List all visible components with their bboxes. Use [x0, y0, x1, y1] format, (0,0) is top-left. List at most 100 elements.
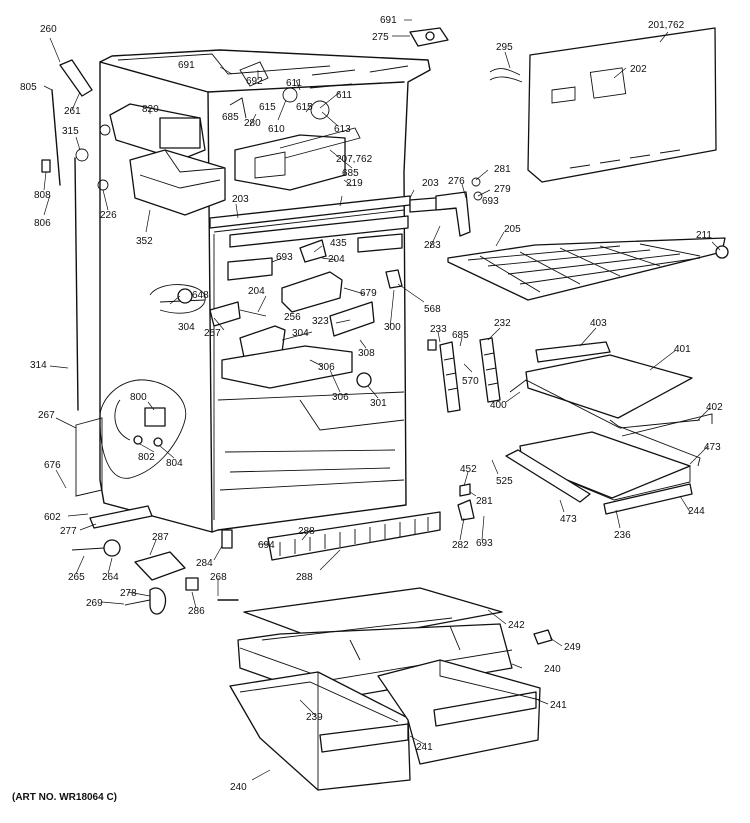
callout-301: 301 [370, 398, 387, 409]
callout-685-mid: 685 [342, 168, 359, 179]
callout-568: 568 [424, 304, 441, 315]
callout-269: 269 [86, 598, 103, 609]
callout-693-mid: 693 [276, 252, 293, 263]
callout-685-rail: 685 [452, 330, 469, 341]
callout-435: 435 [330, 238, 347, 249]
callout-205: 205 [504, 224, 521, 235]
callout-820: 820 [142, 104, 159, 115]
callout-287: 287 [152, 532, 169, 543]
callout-283: 283 [424, 240, 441, 251]
callout-260: 260 [40, 24, 57, 35]
callout-207-762: 207,762 [336, 154, 373, 165]
callout-693-low: 693 [476, 538, 493, 549]
callout-613: 613 [334, 124, 351, 135]
ice-maker-assembly [109, 103, 226, 216]
callout-570: 570 [462, 376, 479, 387]
callout-525: 525 [496, 476, 513, 487]
callout-802: 802 [138, 452, 155, 463]
callout-694: 694 [258, 540, 275, 551]
callout-233: 233 [430, 324, 447, 335]
callout-611-b: 611 [336, 90, 352, 101]
lower-side-panel [75, 417, 153, 529]
callout-261: 261 [64, 106, 81, 117]
callout-204-a: 204 [328, 254, 345, 265]
callout-295: 295 [496, 42, 513, 53]
callout-602: 602 [44, 512, 61, 523]
callout-304-left: 304 [178, 322, 195, 333]
callout-808: 808 [34, 190, 51, 201]
callout-278: 278 [120, 588, 137, 599]
callout-241-left: 241 [416, 742, 433, 753]
callout-648: 648 [192, 290, 209, 301]
callout-276: 276 [448, 176, 465, 187]
callout-679: 679 [360, 288, 377, 299]
callout-240-right: 240 [544, 664, 561, 675]
callout-306-b: 306 [332, 392, 349, 403]
callout-241-right: 241 [550, 700, 567, 711]
callout-288-b: 288 [296, 572, 313, 583]
callout-240-left: 240 [230, 782, 247, 793]
callout-473-left: 473 [560, 514, 577, 525]
callout-610: 610 [268, 124, 285, 135]
toe-grille [221, 511, 441, 561]
callout-256: 256 [284, 312, 301, 323]
callout-264: 264 [102, 572, 119, 583]
callout-226: 226 [100, 210, 117, 221]
callout-615-b: 615 [296, 102, 313, 113]
callout-692: 692 [246, 76, 263, 87]
callout-452: 452 [460, 464, 477, 475]
callout-300: 300 [384, 322, 401, 333]
callout-202: 202 [630, 64, 647, 75]
callout-219: 219 [346, 178, 363, 189]
callout-280: 280 [244, 118, 261, 129]
callout-304-right: 304 [292, 328, 309, 339]
callout-401: 401 [674, 344, 691, 355]
callout-315: 315 [62, 126, 79, 137]
callout-236: 236 [614, 530, 631, 541]
callout-275: 275 [372, 32, 389, 43]
evaporator-fan-assembly [229, 61, 361, 191]
callout-805: 805 [20, 82, 37, 93]
callout-691-top-left: 691 [178, 60, 195, 71]
callout-306-a: 306 [318, 362, 335, 373]
callout-800: 800 [130, 392, 147, 403]
callout-203-right: 203 [422, 178, 439, 189]
callout-286: 286 [188, 606, 205, 617]
heater-detail [99, 379, 187, 479]
callout-806: 806 [34, 218, 51, 229]
callout-249: 249 [564, 642, 581, 653]
callout-352: 352 [136, 236, 153, 247]
shelf-ladders [427, 337, 501, 413]
callout-279: 279 [494, 184, 511, 195]
callout-402: 402 [706, 402, 723, 413]
callout-267: 267 [38, 410, 55, 421]
callout-265: 265 [68, 572, 85, 583]
callout-203-left: 203 [232, 194, 249, 205]
callout-268: 268 [210, 572, 227, 583]
callout-232: 232 [494, 318, 511, 329]
callout-239: 239 [306, 712, 323, 723]
callout-211: 211 [696, 230, 712, 241]
callout-693-hinge: 693 [482, 196, 499, 207]
wiring-harness-left [149, 284, 206, 314]
meat-pan-assembly [505, 419, 701, 515]
callout-labels: 260 805 261 315 808 806 226 352 820 691 … [20, 15, 723, 793]
lower-hardware [71, 483, 553, 645]
rear-access-panel [489, 27, 717, 183]
callout-804: 804 [166, 458, 183, 469]
control-housing [209, 233, 403, 389]
callout-204-b: 204 [248, 286, 265, 297]
top-hinge [409, 27, 483, 237]
callout-281-top: 281 [494, 164, 511, 175]
leader-lines [43, 19, 721, 781]
art-number-caption: (ART NO. WR18064 C) [12, 792, 118, 803]
callout-277: 277 [60, 526, 77, 537]
callout-281-low: 281 [476, 496, 493, 507]
callout-201-762: 201,762 [648, 20, 685, 31]
callout-473-right: 473 [704, 442, 721, 453]
callout-242: 242 [508, 620, 525, 631]
crisper-drawer-right [377, 659, 541, 765]
callout-308: 308 [358, 348, 375, 359]
wire-shelf [447, 237, 729, 301]
